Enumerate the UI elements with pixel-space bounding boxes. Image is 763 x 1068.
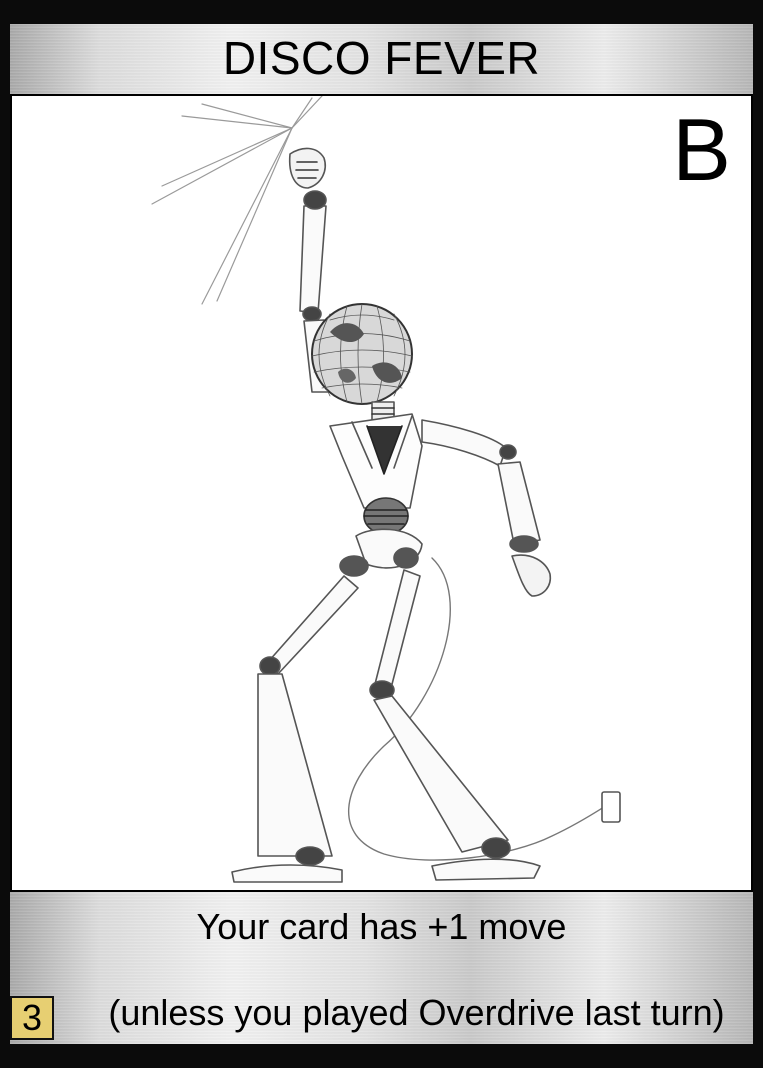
card-title-bar: DISCO FEVER xyxy=(10,24,753,94)
card-condition-text: (unless you played Overdrive last turn) xyxy=(108,992,725,1033)
card-rule-text: Your card has +1 move xyxy=(196,906,567,947)
game-card[interactable]: DISCO FEVER xyxy=(10,24,753,1044)
card-text-bar: Your card has +1 move 3 (unless you play… xyxy=(10,892,753,1044)
card-cost-badge: 3 xyxy=(10,996,54,1040)
light-rays xyxy=(151,96,323,305)
card-title: DISCO FEVER xyxy=(222,32,541,84)
card-illustration: B xyxy=(12,96,751,890)
card-letter: B xyxy=(672,100,731,199)
disco-robot-illustration xyxy=(151,96,621,883)
